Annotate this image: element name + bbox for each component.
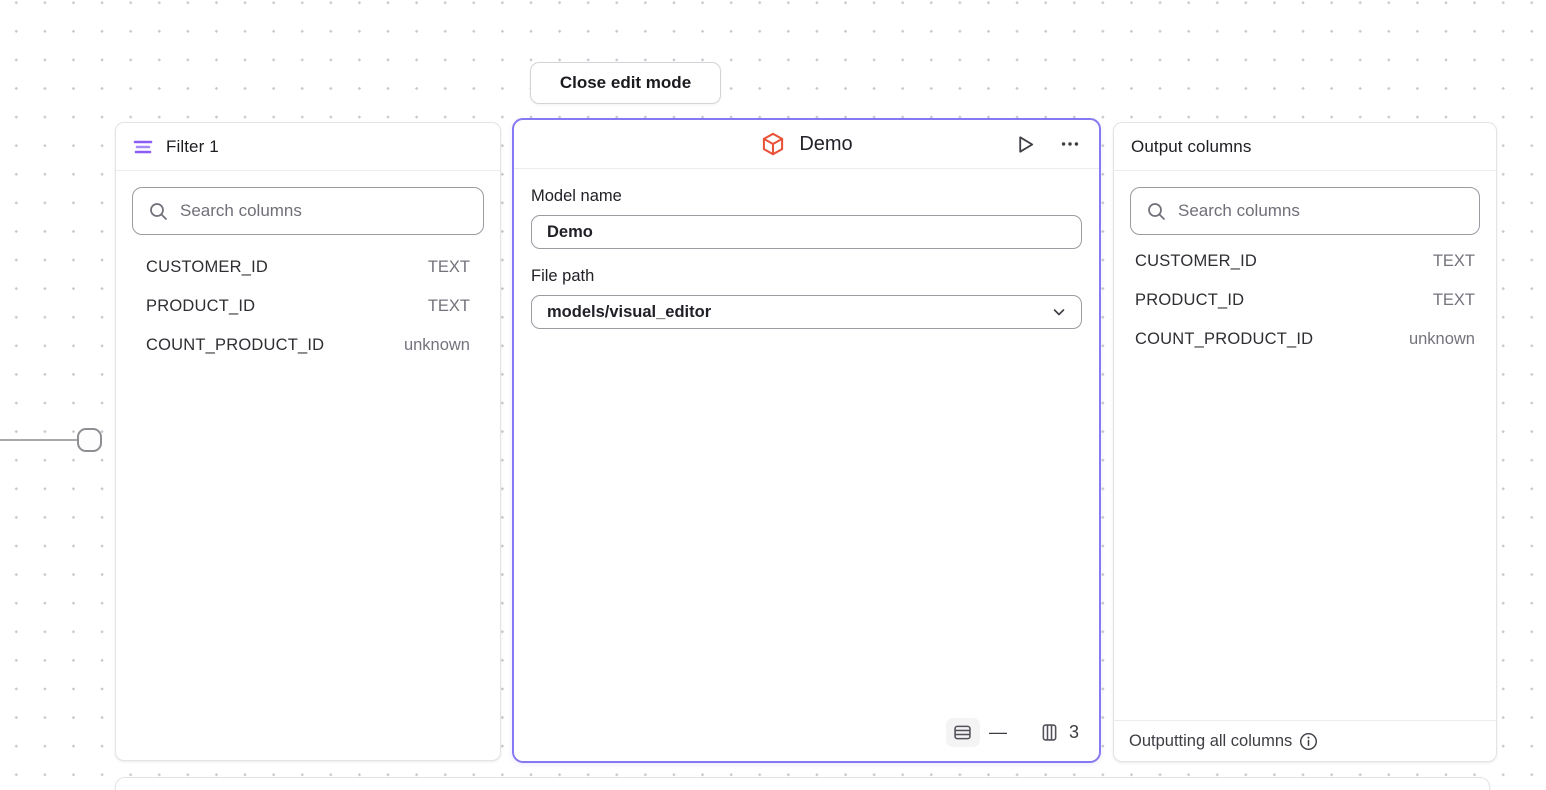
file-path-value: models/visual_editor	[547, 302, 712, 321]
filter-panel-title: Filter 1	[166, 136, 219, 156]
column-type: unknown	[1408, 330, 1475, 348]
filter-search-box	[132, 187, 484, 235]
model-stats-footer: — 3	[531, 718, 1082, 747]
output-columns-panel[interactable]: Output columns CUSTOMER_ID TEXT PRODUCT_…	[1113, 122, 1497, 762]
column-name: PRODUCT_ID	[146, 297, 256, 315]
output-panel-header: Output columns	[1114, 123, 1496, 171]
output-panel-body: CUSTOMER_ID TEXT PRODUCT_ID TEXT COUNT_P…	[1114, 171, 1496, 720]
table-rows-icon	[952, 722, 973, 743]
search-icon	[149, 202, 168, 221]
model-node-panel[interactable]: Demo Model name File path models/visual_…	[512, 118, 1101, 763]
output-panel-title: Output columns	[1131, 136, 1252, 156]
column-type: TEXT	[1432, 291, 1475, 309]
table-columns-icon	[1039, 722, 1060, 743]
output-panel-footer: Outputting all columns	[1114, 720, 1496, 761]
output-search-input[interactable]	[1178, 201, 1463, 221]
column-name: CUSTOMER_ID	[1135, 252, 1257, 270]
filter-node-panel[interactable]: Filter 1 CUSTOMER_ID TEXT PRODUCT_ID	[115, 122, 501, 761]
file-path-select[interactable]: models/visual_editor	[531, 295, 1082, 329]
file-path-label: File path	[531, 267, 595, 285]
column-row[interactable]: COUNT_PRODUCT_ID unknown	[1130, 320, 1480, 359]
model-header-actions	[1012, 120, 1083, 168]
column-row[interactable]: CUSTOMER_ID TEXT	[1130, 242, 1480, 281]
column-row[interactable]: CUSTOMER_ID TEXT	[132, 248, 484, 287]
column-name: CUSTOMER_ID	[146, 258, 268, 276]
filter-panel-header: Filter 1	[116, 123, 500, 171]
model-cube-icon	[760, 131, 786, 157]
column-count-value: 3	[1068, 722, 1079, 742]
filter-panel-body: CUSTOMER_ID TEXT PRODUCT_ID TEXT COUNT_P…	[116, 171, 500, 760]
model-name-label: Model name	[531, 187, 622, 205]
model-panel-body: Model name File path models/visual_edito…	[514, 169, 1099, 761]
model-name-input[interactable]	[531, 215, 1082, 249]
column-row[interactable]: PRODUCT_ID TEXT	[132, 287, 484, 326]
column-name: PRODUCT_ID	[1135, 291, 1245, 309]
model-panel-header: Demo	[514, 120, 1099, 169]
output-search-box	[1130, 187, 1480, 235]
column-row[interactable]: COUNT_PRODUCT_ID unknown	[132, 326, 484, 365]
filter-icon	[133, 137, 153, 157]
run-model-button[interactable]	[1012, 131, 1039, 158]
column-type: TEXT	[1432, 252, 1475, 270]
bottom-preview-panel[interactable]	[115, 777, 1490, 790]
column-type: TEXT	[427, 258, 470, 276]
column-type: TEXT	[427, 297, 470, 315]
edge-connector-line	[0, 439, 79, 441]
filter-search-input[interactable]	[180, 201, 467, 221]
model-panel-title: Demo	[799, 132, 853, 155]
column-name: COUNT_PRODUCT_ID	[146, 336, 325, 354]
column-name: COUNT_PRODUCT_ID	[1135, 330, 1314, 348]
row-count-value: —	[988, 722, 1007, 742]
edge-connection-handle[interactable]	[77, 428, 102, 452]
close-edit-mode-button[interactable]: Close edit mode	[530, 62, 721, 104]
column-type: unknown	[403, 336, 470, 354]
info-icon[interactable]	[1299, 732, 1318, 751]
output-columns-list: CUSTOMER_ID TEXT PRODUCT_ID TEXT COUNT_P…	[1130, 242, 1480, 359]
more-options-button[interactable]	[1057, 131, 1083, 157]
row-count-chip[interactable]	[945, 718, 980, 747]
filter-columns-list: CUSTOMER_ID TEXT PRODUCT_ID TEXT COUNT_P…	[132, 248, 484, 365]
output-footer-text: Outputting all columns	[1129, 731, 1293, 750]
search-icon	[1147, 202, 1166, 221]
chevron-down-icon	[1051, 304, 1067, 320]
column-row[interactable]: PRODUCT_ID TEXT	[1130, 281, 1480, 320]
